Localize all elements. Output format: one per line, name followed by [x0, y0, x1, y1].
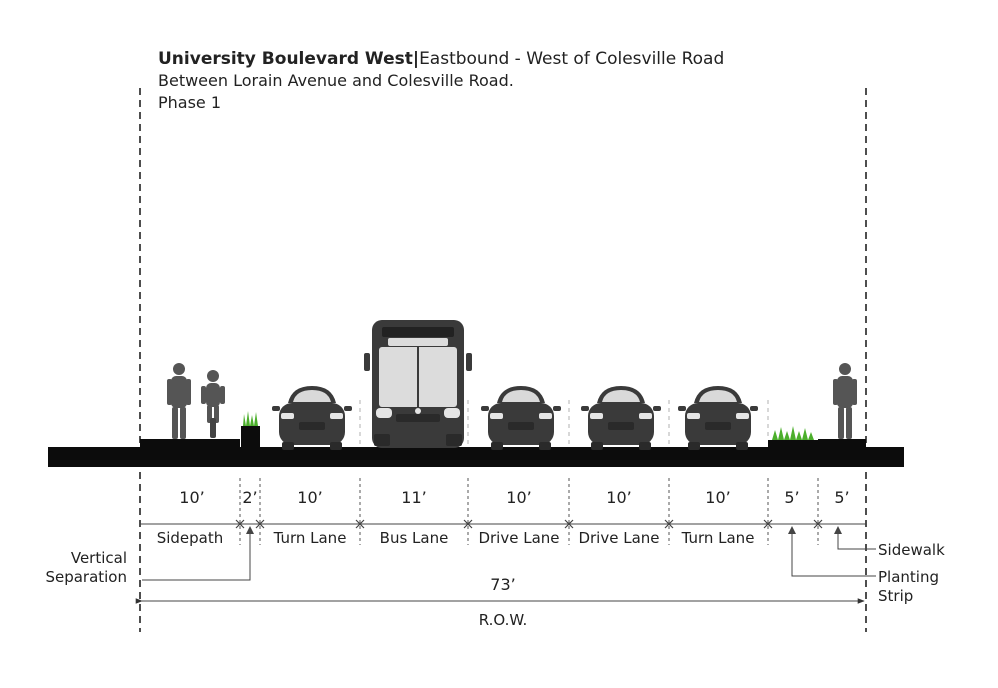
car-turn-lane-2-icon — [678, 386, 758, 450]
width-drive-lane-2: 10’ — [606, 488, 631, 507]
grass-separator — [243, 411, 258, 426]
pedestrian-icon — [167, 363, 191, 439]
vertical-separation-curb — [241, 426, 260, 448]
callout-vertical: Vertical — [71, 549, 127, 567]
dimension-dividers — [239, 478, 819, 545]
label-turn-lane-2: Turn Lane — [681, 529, 755, 547]
callout-leader-planting — [791, 528, 876, 577]
bus-icon — [364, 320, 472, 448]
callout-leader-separation — [142, 528, 251, 581]
width-bus-lane: 11’ — [401, 488, 426, 507]
label-drive-lane-1: Drive Lane — [478, 529, 559, 547]
callout-planting: Planting — [878, 568, 939, 586]
callout-arrow-planting — [788, 526, 796, 534]
car-turn-lane-icon — [272, 386, 352, 450]
title-separator: | — [412, 49, 420, 69]
label-bus-lane: Bus Lane — [380, 529, 449, 547]
width-turn-lane-1: 10’ — [297, 488, 322, 507]
grass-planting-strip — [772, 426, 814, 440]
callout-leader-sidewalk — [837, 528, 876, 550]
sidewalk-surface — [818, 439, 866, 448]
title-line: University Boulevard West|Eastbound - We… — [158, 48, 724, 70]
title-direction: Eastbound - West of Colesville Road — [419, 49, 725, 69]
car-drive-lane-1-icon — [481, 386, 561, 450]
dimension-ticks — [235, 519, 823, 529]
callout-arrow-sidewalk — [834, 526, 842, 534]
phase-label: Phase 1 — [158, 93, 222, 112]
title-street: University Boulevard West — [158, 49, 413, 69]
lane-labels: Sidepath Turn Lane Bus Lane Drive Lane D… — [157, 529, 755, 547]
row-label: R.O.W. — [479, 611, 528, 629]
title-block: University Boulevard West|Eastbound - We… — [158, 48, 724, 114]
cyclist-icon — [201, 370, 225, 438]
width-turn-lane-2: 10’ — [705, 488, 730, 507]
label-sidepath: Sidepath — [157, 529, 224, 547]
callout-sidewalk: Sidewalk — [878, 541, 945, 559]
width-labels: 10’ 2’ 10’ 11’ 10’ 10’ 10’ 5’ 5’ — [179, 488, 849, 507]
label-turn-lane-1: Turn Lane — [273, 529, 347, 547]
callout-arrow-separation — [246, 526, 254, 534]
total-width: 73’ — [490, 575, 515, 594]
car-drive-lane-2-icon — [581, 386, 661, 450]
width-planting-strip: 5’ — [784, 488, 799, 507]
sidewalk-pedestrian-icon — [833, 363, 857, 439]
width-sidewalk: 5’ — [834, 488, 849, 507]
lane-markings — [359, 400, 769, 445]
width-separation: 2’ — [242, 488, 257, 507]
width-drive-lane-1: 10’ — [506, 488, 531, 507]
width-sidepath: 10’ — [179, 488, 204, 507]
sidepath-surface — [140, 439, 240, 448]
road-surface — [48, 447, 904, 467]
callout-separation: Separation — [45, 568, 127, 586]
planting-strip-base — [768, 440, 818, 448]
callout-strip: Strip — [878, 587, 913, 605]
subtitle: Between Lorain Avenue and Colesville Roa… — [158, 71, 514, 90]
label-drive-lane-2: Drive Lane — [578, 529, 659, 547]
